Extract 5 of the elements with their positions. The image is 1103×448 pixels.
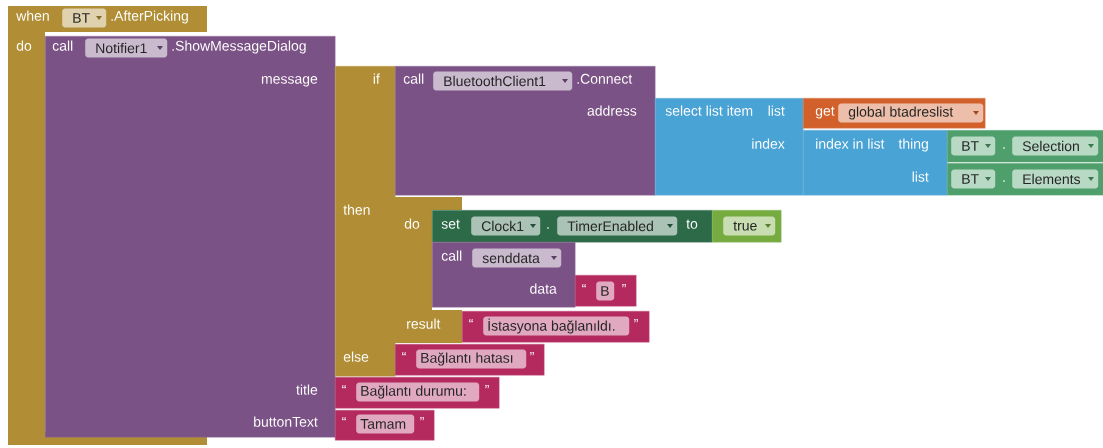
node-label: result <box>407 318 441 329</box>
if-block: if then else <box>335 66 396 377</box>
list-block: index in list thing list <box>803 130 948 196</box>
list-block: select list item list index <box>655 98 804 196</box>
node-label: do <box>404 218 420 229</box>
